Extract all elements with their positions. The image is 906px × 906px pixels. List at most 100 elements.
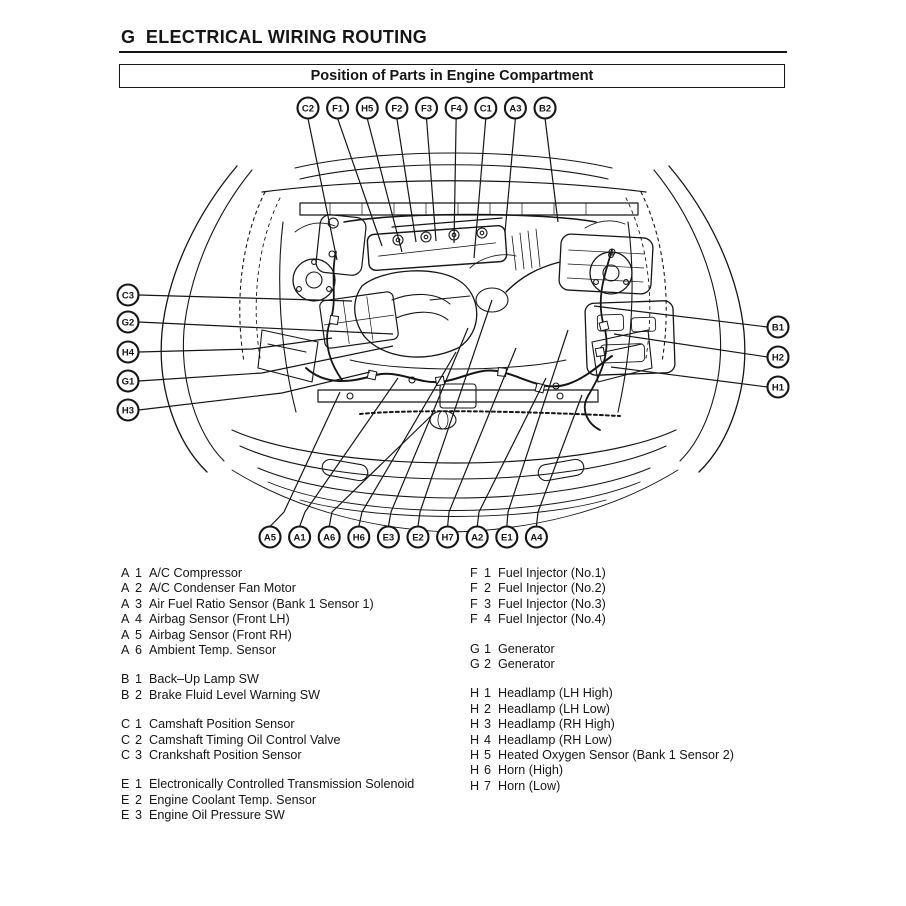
legend-letter: F <box>470 566 478 580</box>
svg-text:A5: A5 <box>264 532 277 543</box>
legend-letter: F <box>470 612 478 627</box>
legend-label: Brake Fluid Level Warning SW <box>149 687 321 702</box>
callout-B2: B2 <box>533 96 557 120</box>
legend-number: 1 <box>135 717 143 732</box>
legend-label: Engine Coolant Temp. Sensor <box>149 792 317 807</box>
legend-label: Headlamp (LH High) <box>498 686 613 701</box>
legend-number: 3 <box>135 596 143 611</box>
callout-A6: A6 <box>317 525 341 549</box>
leader-line <box>328 414 433 527</box>
callout-E3: E3 <box>376 525 400 549</box>
legend-label: Fuel Injector (No.4) <box>498 612 606 627</box>
leader-line <box>447 347 517 527</box>
legend-letter: A <box>121 581 130 596</box>
legend-label: Engine Oil Pressure SW <box>149 808 285 823</box>
legend-letter: F <box>470 596 478 611</box>
legend-letter: H <box>470 717 480 732</box>
legend-number: 2 <box>484 701 492 716</box>
callout-C2: C2 <box>296 96 320 120</box>
svg-text:A4: A4 <box>530 532 543 543</box>
legend-number: 1 <box>484 566 492 580</box>
callout-H3: H3 <box>116 398 140 422</box>
legend-letter: A <box>121 596 130 611</box>
legend-number: 4 <box>484 732 492 747</box>
legend-label: Back–Up Lamp SW <box>149 672 259 687</box>
legend-number: 1 <box>135 566 143 580</box>
svg-text:G2: G2 <box>122 317 135 328</box>
callout-F3: F3 <box>414 96 439 120</box>
legend-number: 2 <box>135 687 143 702</box>
legend-label: Airbag Sensor (Front LH) <box>149 612 290 627</box>
legend-letter: G <box>470 656 480 671</box>
leader-line <box>138 345 394 382</box>
legend-label: Headlamp (RH Low) <box>498 732 613 747</box>
svg-text:C2: C2 <box>302 103 314 114</box>
callout-H5: H5 <box>355 96 379 120</box>
leader-line <box>138 294 353 302</box>
legend-label: A/C Compressor <box>149 566 243 580</box>
callout-E2: E2 <box>406 525 430 549</box>
callout-H6: H6 <box>347 525 371 549</box>
svg-text:F3: F3 <box>421 103 432 114</box>
callout-H4: H4 <box>116 340 140 364</box>
legend-number: 4 <box>484 612 492 627</box>
legend-number: 2 <box>484 581 492 596</box>
legend-label: Crankshaft Position Sensor <box>149 747 302 762</box>
svg-text:A6: A6 <box>323 532 335 543</box>
callout-G1: G1 <box>116 369 140 393</box>
callout-G2: G2 <box>116 310 140 334</box>
legend-label: Horn (Low) <box>498 778 561 793</box>
legend-letter: H <box>470 763 480 778</box>
callout-A5: A5 <box>258 525 282 549</box>
leader-line <box>453 118 457 244</box>
svg-text:F1: F1 <box>332 103 344 114</box>
legend-number: 3 <box>484 596 492 611</box>
legend-number: 2 <box>135 792 143 807</box>
legend-letter: F <box>470 581 478 596</box>
leader-line <box>299 377 399 527</box>
legend-letter: H <box>470 747 480 762</box>
legend-number: 3 <box>135 808 143 823</box>
legend-letter: H <box>470 701 480 716</box>
svg-text:H4: H4 <box>122 347 135 358</box>
callout-F2: F2 <box>385 96 409 120</box>
svg-text:H5: H5 <box>361 103 374 114</box>
legend-letter: E <box>121 808 130 823</box>
leader-line <box>138 337 333 353</box>
legend-letter: A <box>121 612 130 627</box>
svg-text:F2: F2 <box>391 103 402 114</box>
legend-label: A/C Condenser Fan Motor <box>149 581 296 596</box>
callout-F4: F4 <box>444 96 468 120</box>
legend-label: Headlamp (RH High) <box>498 717 615 732</box>
svg-text:B1: B1 <box>772 322 785 333</box>
legend-label: Electronically Controlled Transmission S… <box>149 777 415 792</box>
svg-text:H6: H6 <box>353 532 365 543</box>
legend-number: 2 <box>135 732 143 747</box>
legend-letter: A <box>121 627 130 642</box>
legend-label: Heated Oxygen Sensor (Bank 1 Sensor 2) <box>498 747 734 762</box>
callout-E1: E1 <box>495 525 519 549</box>
leader-line <box>593 305 768 328</box>
leader-line <box>366 118 403 253</box>
legend-label: Generator <box>498 656 555 671</box>
callout-A4: A4 <box>524 525 548 549</box>
